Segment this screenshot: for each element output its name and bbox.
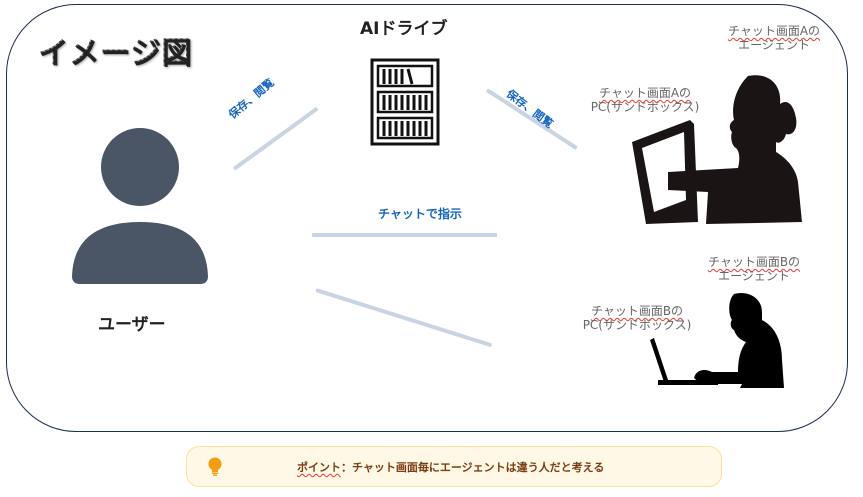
point-callout: ポイント：チャット画面毎にエージェントは違う人だと考える [186,446,722,487]
ai-drive-label: AIドライブ [360,19,448,39]
woman-at-computer-silhouette-icon [632,75,802,224]
diagram-title: イメージ図 [38,28,192,72]
man-at-laptop-silhouette-icon [650,292,784,388]
bookshelf-icon [370,58,440,146]
point-text: ポイント：チャット画面毎にエージェントは違う人だと考える [297,461,605,474]
edge-user-agent-a [312,233,497,237]
user-icon [72,128,208,284]
pc-b-label: チャット画面Bの PC(サンドボックス) [582,304,692,332]
diagram-frame [6,4,848,432]
agent-b-label: チャット画面Bの エージェント [707,255,801,283]
user-label: ユーザー [98,315,166,335]
edge-label-chat-instruction: チャットで指示 [378,207,462,221]
pc-a-label: チャット画面Aの PC(サンドボックス) [590,86,700,114]
lightbulb-icon [208,457,222,476]
agent-a-label: チャット画面Aの エージェント [727,24,821,52]
